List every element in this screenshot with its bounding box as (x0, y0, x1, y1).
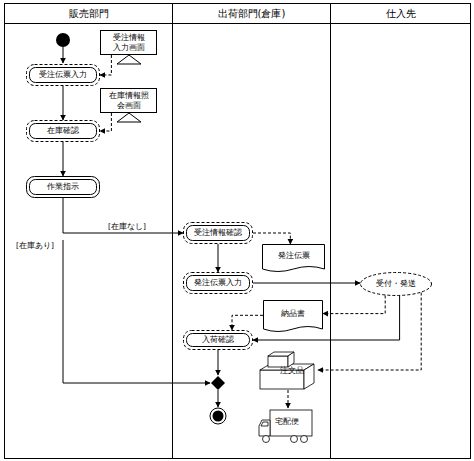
object-flow (100, 55, 111, 75)
node-label: 注文品 (280, 366, 304, 375)
box-front (268, 356, 288, 367)
screen-icon: 受注情報 入力画面 (100, 30, 157, 55)
control-flow (218, 350, 219, 375)
action-outer (27, 177, 100, 198)
box-side (304, 364, 314, 389)
truck-symbol: 宅配便 (258, 408, 314, 444)
control-flow (63, 198, 183, 233)
object-flow (318, 293, 421, 370)
screen-frame (101, 31, 157, 55)
lane-heading: 出荷部門(倉庫) (173, 4, 330, 24)
action-inner (187, 334, 250, 347)
node-label: 受付・発送 (376, 279, 416, 288)
control-flow (218, 390, 219, 407)
node-label: 受注情報 入力画面 (100, 33, 157, 51)
control-flow (253, 283, 360, 284)
action-outer (27, 121, 100, 142)
object-flow (288, 390, 289, 408)
external-activity: 受付・発送 (360, 272, 432, 296)
truck-wheel (301, 436, 308, 443)
object-flow (323, 295, 385, 313)
object-flow (253, 233, 290, 244)
screen-icon: 在庫情報照 会画面 (100, 88, 157, 113)
control-flow (253, 296, 400, 340)
document-symbol: 発注伝票 (262, 244, 325, 274)
initial-node (56, 33, 70, 47)
control-flow (63, 240, 210, 383)
activity-outline (361, 273, 432, 296)
object-flow (100, 113, 111, 131)
action-node: 受注伝票入力 (26, 64, 100, 86)
lane-heading: 販売部門 (5, 4, 172, 24)
node-label: 発注伝票 (278, 251, 310, 260)
truck-wheel (263, 436, 270, 443)
swimlane: 出荷部門(倉庫) 受注情報確認発注伝票発注伝票入力納品書入荷確認注文品宅配便 (172, 3, 331, 459)
action-node: 発注伝票入力 (183, 272, 253, 294)
truck-window (261, 422, 268, 426)
control-flow (218, 244, 219, 272)
node-label: 発注伝票入力 (194, 278, 242, 287)
truck-body (270, 410, 312, 436)
control-flow (63, 142, 64, 176)
box-side (288, 352, 294, 367)
node-label: 在庫情報照 会画面 (100, 91, 157, 109)
truck-cab (259, 420, 270, 436)
action-inner (187, 226, 250, 241)
guard-label: [在庫なし] (108, 223, 146, 231)
action-node: 受注情報確認 (183, 222, 253, 244)
action-node: 作業指示 (26, 176, 100, 198)
document-symbol: 納品書 (263, 300, 323, 334)
node-label: 受注情報確認 (194, 228, 242, 237)
document-outline (263, 245, 325, 272)
screen-frame (101, 89, 157, 113)
object-flow (232, 315, 263, 330)
final-node-core (213, 411, 224, 422)
action-outer (184, 273, 253, 294)
package-symbol: 注文品 (258, 350, 318, 390)
action-inner (187, 276, 250, 291)
action-outer (27, 65, 100, 86)
node-label: 在庫確認 (47, 126, 79, 135)
control-flow (63, 47, 64, 63)
action-node: 入荷確認 (183, 330, 253, 350)
node-label: 宅配便 (275, 417, 299, 426)
node-label: 入荷確認 (202, 335, 234, 344)
action-outer (184, 223, 253, 244)
screen-stand (117, 113, 141, 122)
final-node-ring (210, 408, 226, 424)
node-label: 納品書 (281, 309, 305, 318)
swimlane: 仕入先受付・発送 (330, 3, 471, 459)
node-label: 受注伝票入力 (39, 70, 87, 79)
node-label: 作業指示 (47, 182, 79, 191)
lane-heading: 仕入先 (331, 4, 470, 24)
control-flow (63, 86, 64, 120)
action-outer (184, 331, 253, 350)
merge-diamond (211, 376, 225, 390)
action-inner (30, 68, 97, 83)
action-node: 在庫確認 (26, 120, 100, 142)
truck-wheel (291, 436, 298, 443)
swimlane: 販売部門受注情報 入力画面受注伝票入力在庫情報照 会画面在庫確認作業指示 (4, 3, 173, 459)
screen-stand (117, 55, 141, 64)
document-outline (264, 301, 323, 332)
action-inner (30, 124, 97, 139)
action-inner (30, 180, 97, 195)
guard-label: [在庫あり] (16, 242, 54, 250)
